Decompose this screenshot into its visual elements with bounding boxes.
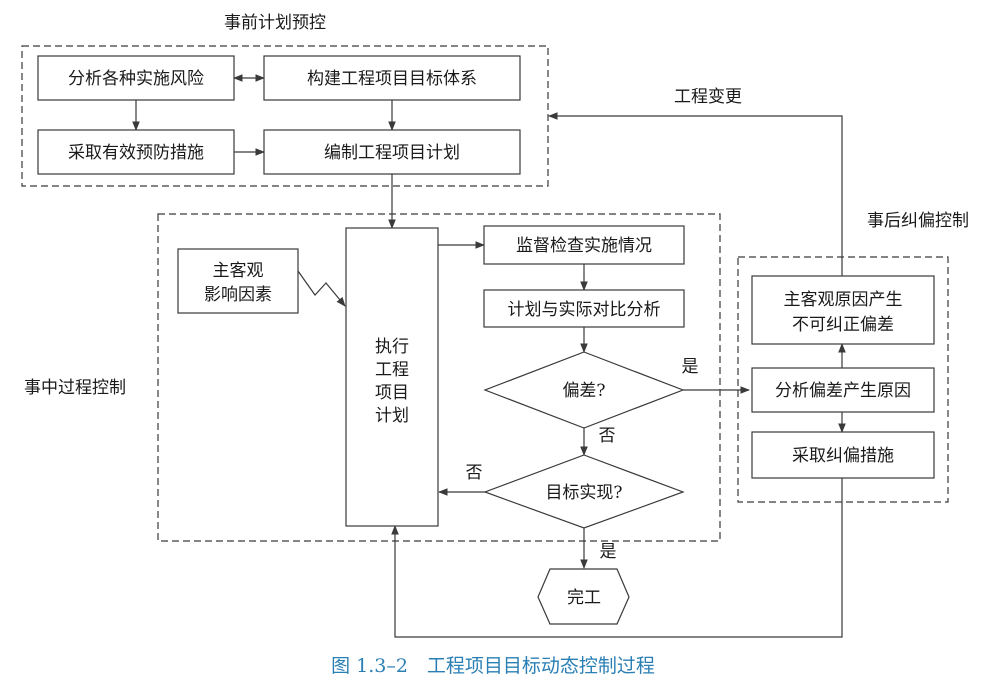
yes-deviation-label: 是 [682, 357, 699, 377]
execute-label-line3: 项目 [375, 383, 409, 403]
figure-caption: 图 1.3–2 工程项目目标动态控制过程 [331, 655, 655, 677]
post-control-region [737, 256, 949, 503]
supervise-box [483, 225, 685, 265]
factors-box [177, 248, 299, 314]
edge-change-loop [548, 112, 843, 276]
pre-control-label: 事前计划预控 [224, 13, 326, 33]
pre-control-region [21, 45, 549, 187]
prevent-label: 采取有效预防措施 [68, 143, 204, 163]
factors-label-line2: 影响因素 [204, 285, 272, 305]
change-label: 工程变更 [674, 87, 742, 107]
done-label: 完工 [567, 588, 601, 608]
cause-label: 分析偏差产生原因 [775, 381, 911, 401]
plan-label: 编制工程项目计划 [324, 143, 460, 163]
achieved-label: 目标实现? [545, 483, 622, 503]
deviation-diamond [483, 351, 685, 429]
execute-label-line4: 计划 [375, 406, 409, 426]
compare-box [483, 289, 685, 328]
risk-box [37, 55, 235, 101]
compare-label: 计划与实际对比分析 [508, 300, 661, 320]
edge-factors-execute [297, 270, 346, 307]
execute-box [345, 227, 439, 527]
edge-correct-feedback [391, 478, 843, 638]
factors-label-line1: 主客观 [213, 261, 264, 281]
target-system-label: 构建工程项目目标体系 [307, 69, 477, 89]
supervise-label: 监督检查实施情况 [516, 236, 652, 256]
done-hexagon [537, 568, 630, 625]
achieved-diamond [483, 454, 685, 529]
yes-achieved-label: 是 [600, 542, 617, 562]
deviation-label: 偏差? [562, 381, 605, 401]
unavoidable-label-line1: 主客观原因产生 [784, 290, 903, 310]
plan-box [263, 129, 521, 175]
mid-control-region [157, 213, 721, 542]
mid-control-label: 事中过程控制 [24, 378, 126, 398]
correct-box [751, 431, 935, 479]
unavoidable-label-line2: 不可纠正偏差 [792, 315, 894, 335]
risk-label: 分析各种实施风险 [68, 69, 204, 89]
target-system-box [263, 55, 521, 101]
execute-label-line1: 执行 [375, 337, 409, 357]
no-achieved-label: 否 [466, 463, 483, 483]
unavoidable-box [751, 275, 935, 345]
post-control-label: 事后纠偏控制 [867, 211, 969, 231]
no-deviation-label: 否 [599, 426, 616, 446]
correct-label: 采取纠偏措施 [792, 446, 894, 466]
execute-label-line2: 工程 [375, 360, 409, 380]
cause-box [751, 367, 935, 413]
prevent-box [37, 129, 235, 175]
